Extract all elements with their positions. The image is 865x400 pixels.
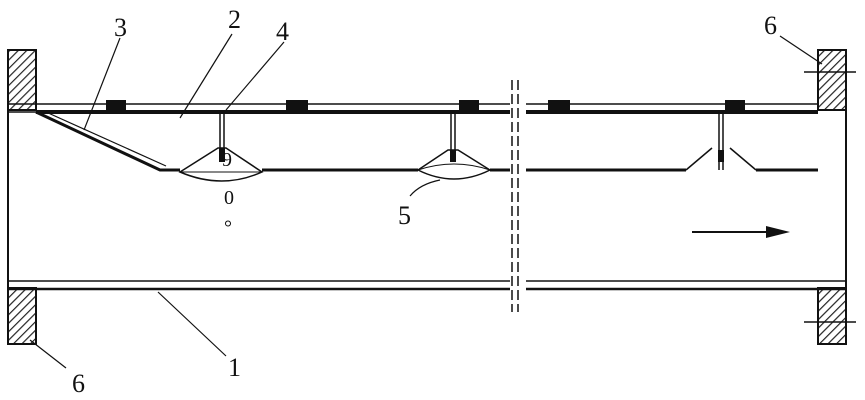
label-6-top: 6	[764, 11, 777, 40]
sensor-block-3	[459, 100, 479, 110]
sensor-block-5	[725, 100, 745, 110]
label-1: 1	[228, 353, 241, 382]
flow-arrow	[692, 226, 790, 238]
pipe-top-wall	[8, 103, 818, 114]
flange-bolts	[804, 71, 856, 323]
inner-channel	[35, 110, 818, 172]
label-2: 2	[228, 5, 241, 34]
flange-right	[817, 49, 847, 111]
valve-left	[178, 112, 264, 182]
leader-lines	[29, 33, 823, 369]
sensor-block-1	[106, 100, 126, 110]
flange-left	[7, 49, 37, 111]
angle-label-9: 9	[222, 149, 232, 171]
angle-label-0: 0	[224, 187, 234, 209]
sensor-block-4	[548, 100, 570, 110]
label-3: 3	[114, 13, 127, 42]
flange-right-bottom	[817, 287, 847, 345]
sensor-block-2	[286, 100, 308, 110]
break-marks	[511, 80, 519, 312]
pipe-bottom-wall	[8, 280, 846, 291]
angle-degree-sign: °	[224, 217, 232, 239]
valve-right	[718, 112, 724, 170]
flange-left-bottom	[7, 287, 37, 345]
label-6-bottom: 6	[72, 369, 85, 398]
valve-middle	[416, 112, 492, 180]
label-5: 5	[398, 201, 411, 230]
label-4: 4	[276, 17, 289, 46]
